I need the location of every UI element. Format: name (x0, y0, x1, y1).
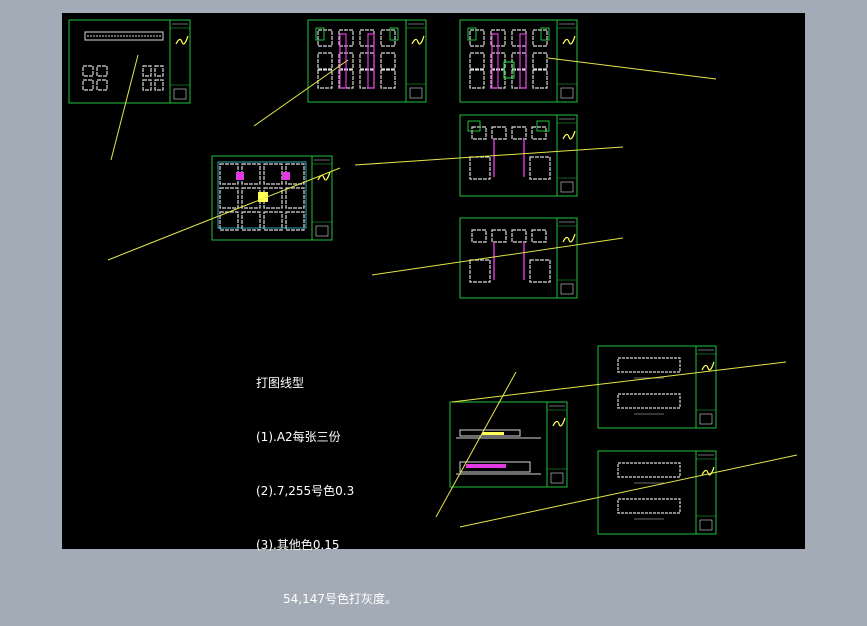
plot-notes-line-2: (2).7,255号色0.3 (256, 484, 355, 498)
leader-line (354, 146, 624, 166)
plot-notes-line-3: (3).其他色0.15 (256, 538, 340, 552)
sheet-elevation-site[interactable] (68, 19, 191, 104)
cad-model-space[interactable] (62, 13, 805, 549)
leader-line (253, 59, 349, 127)
plot-notes-line-1: (1).A2每张三份 (256, 430, 341, 444)
leader-line (107, 167, 341, 261)
leader-line (110, 54, 139, 161)
sheet-plan-second-floor[interactable] (459, 114, 578, 197)
sheet-plan-ground-floor[interactable] (459, 19, 578, 103)
plot-notes-title: 打图线型 (256, 376, 305, 390)
leader-line (459, 454, 798, 528)
sheet-section[interactable] (449, 401, 568, 488)
sheet-elevations-b[interactable] (597, 450, 717, 535)
leader-line (547, 57, 717, 80)
sheet-plan-first-floor[interactable] (307, 19, 427, 103)
plot-notes-line-4: 54,147号色打灰度。 (283, 592, 397, 606)
drawing-layer (68, 19, 798, 535)
sheet-elevations-a[interactable] (597, 345, 717, 429)
sheet-plan-master[interactable] (211, 155, 333, 241)
sheet-plan-roof[interactable] (459, 217, 578, 299)
leader-line (435, 371, 517, 518)
plot-notes: 打图线型 (1).A2每张三份 (2).7,255号色0.3 (3).其他色0.… (256, 338, 397, 626)
leader-line (451, 361, 787, 403)
leader-line (371, 237, 624, 276)
